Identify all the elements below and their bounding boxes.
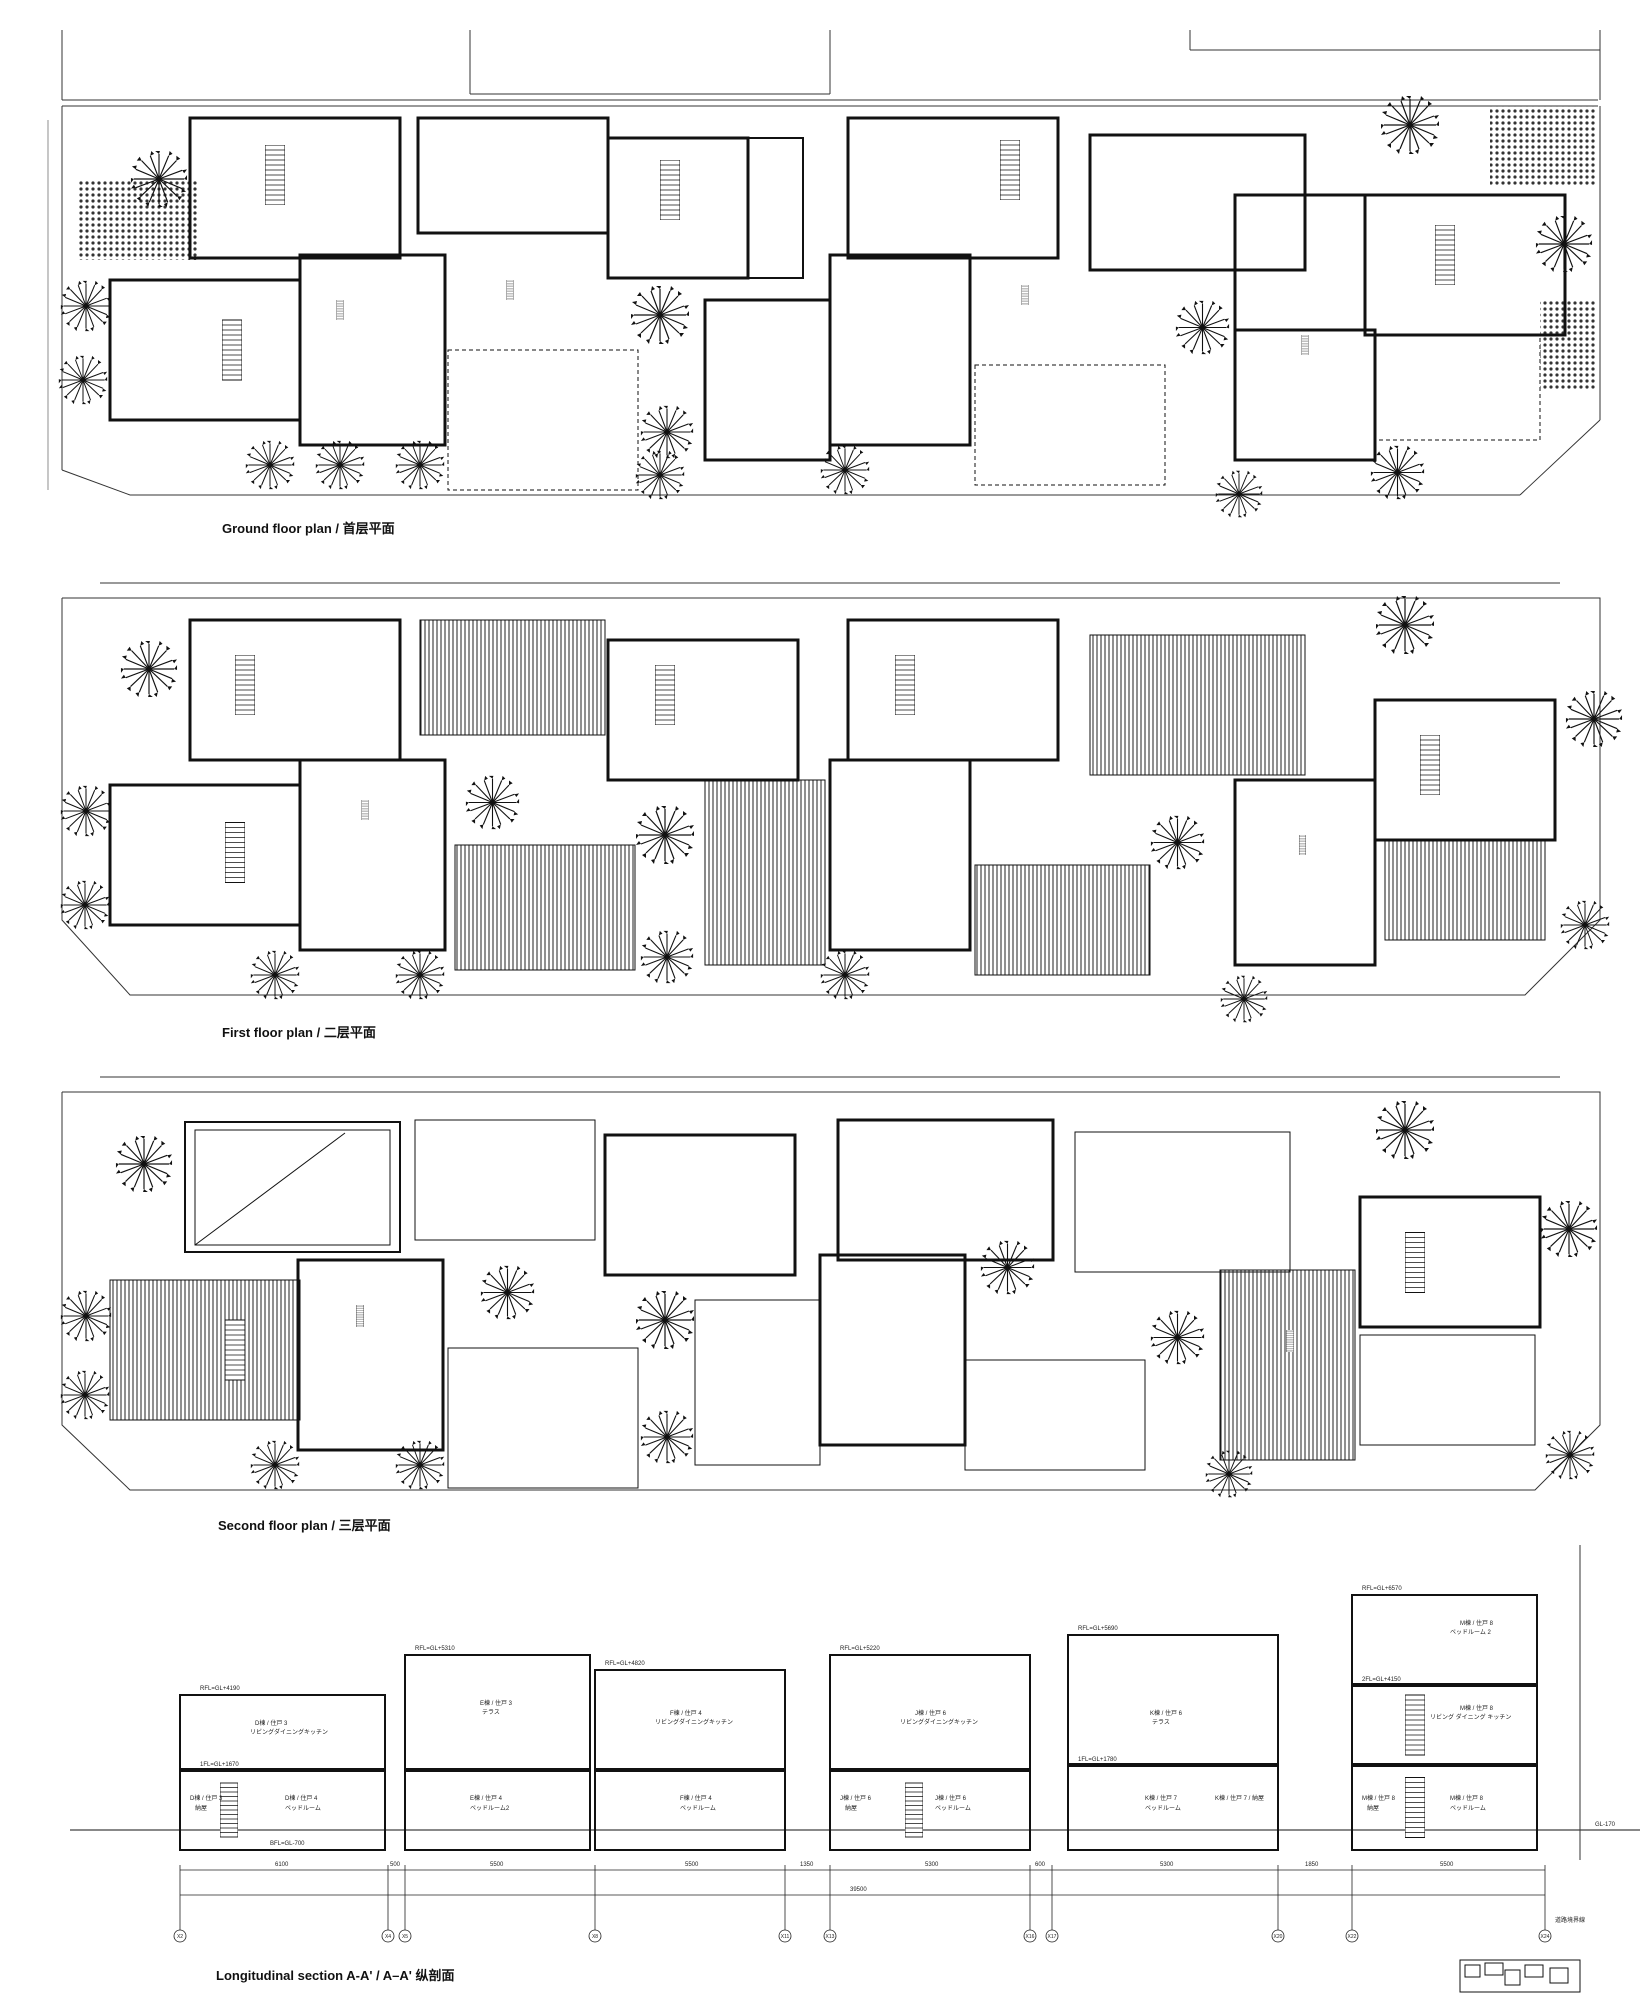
grid-mark: X11 — [781, 1934, 790, 1940]
boundary-note: 道路境界線 — [1555, 1916, 1585, 1924]
longitudinal-section: RFL=GL+4190 RFL=GL+5310 RFL=GL+4820 RFL=… — [70, 1545, 1640, 1993]
room-label-unit: D棟 / 住戸 3 — [190, 1794, 223, 1802]
tree-icon — [58, 95, 1593, 518]
grid-mark: X2 — [177, 1934, 183, 1940]
grid-mark: X4 — [385, 1934, 391, 1940]
dimension-value: 1350 — [800, 1862, 814, 1868]
room-label-name: テラス — [1152, 1719, 1170, 1726]
room-label-name: リビングダイニングキッチン — [250, 1728, 328, 1736]
level-rfl-k: RFL=GL+5690 — [1078, 1626, 1118, 1632]
dimension-value: 5300 — [1160, 1862, 1174, 1868]
level-rfl-f: RFL=GL+4820 — [605, 1661, 645, 1667]
grid-mark: X17 — [1048, 1934, 1057, 1940]
room-label-unit: M棟 / 住戸 8 — [1362, 1794, 1396, 1802]
key-plan-thumbnail — [1459, 1959, 1581, 1993]
room-label-unit: D棟 / 住戸 4 — [285, 1794, 318, 1802]
room-label-name: ベッドルーム 2 — [1450, 1629, 1491, 1636]
grid-mark: X24 — [1541, 1934, 1550, 1940]
room-label-unit: K棟 / 住戸 6 — [1150, 1709, 1183, 1717]
room-label-unit: M棟 / 住戸 8 — [1460, 1619, 1494, 1627]
level-bfl-d: BFL=GL-700 — [270, 1841, 305, 1847]
first-floor-plan — [60, 582, 1623, 1023]
dimension-value: 5500 — [685, 1862, 699, 1868]
grid-mark: X16 — [1026, 1934, 1035, 1940]
room-label-unit: F棟 / 住戸 4 — [680, 1794, 712, 1802]
housing-unit — [108, 116, 1567, 491]
dimension-label: 6100 500 5500 5500 1350 5300 600 5300 18… — [275, 1862, 1585, 1924]
dimension-value: 600 — [1035, 1862, 1046, 1868]
level-2fl-m: 2FL=GL+4150 — [1362, 1677, 1401, 1683]
dimension-value: 5300 — [925, 1862, 939, 1868]
stair — [222, 140, 1455, 381]
housing-unit — [108, 618, 1557, 967]
grid-mark: X13 — [826, 1934, 835, 1940]
room-label-name: リビングダイニングキッチン — [655, 1718, 733, 1726]
room-label-unit: K棟 / 住戸 7 / 納屋 — [1215, 1794, 1264, 1802]
level-rfl-e: RFL=GL+5310 — [415, 1646, 455, 1652]
level-rfl-d: RFL=GL+4190 — [200, 1686, 240, 1692]
room-label-unit: E棟 / 住戸 3 — [480, 1699, 513, 1707]
housing-unit — [296, 1118, 1542, 1452]
grid-mark: X20 — [1274, 1934, 1283, 1940]
room-label-name: 納屋 — [195, 1804, 207, 1812]
level-1fl-d: 1FL=GL+1670 — [200, 1762, 239, 1768]
room-label-name: ベッドルーム2 — [470, 1805, 510, 1812]
room-label-name: リビング ダイニング キッチン — [1430, 1713, 1511, 1721]
dimension-line — [179, 1865, 1546, 1930]
second-floor-plan-title: Second floor plan / 三层平面 — [218, 1518, 391, 1533]
room-label-unit: D棟 / 住戸 3 — [255, 1719, 288, 1727]
room-label-name: 納屋 — [1367, 1804, 1379, 1812]
room-label-name: 納屋 — [845, 1804, 857, 1812]
room-label-unit: M棟 / 住戸 8 — [1450, 1794, 1484, 1802]
room-label-unit: E棟 / 住戸 4 — [470, 1794, 503, 1802]
grid-label: X2 X4 X5 X8 X11 X13 X16 X17 X20 X22 X24 — [177, 1934, 1550, 1940]
level-1fl-k: 1FL=GL+1780 — [1078, 1757, 1117, 1763]
room-label-unit: J棟 / 住戸 6 — [840, 1794, 872, 1802]
room-label-name: ベッドルーム — [680, 1805, 716, 1812]
room-label-unit: K棟 / 住戸 7 — [1145, 1794, 1178, 1802]
terrace-deck — [419, 619, 1546, 976]
room-label-name: ベッドルーム — [285, 1805, 321, 1812]
grid-mark: X8 — [592, 1934, 598, 1940]
room-label-unit: F棟 / 住戸 4 — [670, 1709, 702, 1717]
room-label-name: テラス — [482, 1709, 500, 1716]
overall-dimension: 39500 — [850, 1887, 867, 1893]
ground-floor-plan-title: Ground floor plan / 首层平面 — [222, 521, 395, 536]
room-label-name: ベッドルーム — [1145, 1805, 1181, 1812]
level-gl: GL-170 — [1595, 1822, 1616, 1828]
grid-mark: X22 — [1348, 1934, 1357, 1940]
ground-floor-plan — [47, 30, 1601, 518]
room-label-name: ベッドルーム — [1450, 1805, 1486, 1812]
tree-icon — [60, 595, 1623, 1023]
second-floor-plan — [60, 1076, 1601, 1498]
dimension-value: 1850 — [1305, 1862, 1319, 1868]
roof-outline — [184, 1119, 1536, 1489]
room-label-name: ベッドルーム — [935, 1805, 971, 1812]
section-title: Longitudinal section A-A' / A–A' 纵剖面 — [216, 1968, 455, 1983]
grid-mark: X5 — [402, 1934, 408, 1940]
room-label-unit: J棟 / 住戸 6 — [915, 1709, 947, 1717]
dimension-value: 5500 — [490, 1862, 504, 1868]
grid-bubble — [173, 1929, 1552, 1943]
dimension-value: 500 — [390, 1862, 401, 1868]
level-rfl-m: RFL=GL+6570 — [1362, 1586, 1402, 1592]
room-label-name: リビングダイニングキッチン — [900, 1718, 978, 1726]
section-room-label: D棟 / 住戸 3 リビングダイニングキッチン D棟 / 住戸 3 納屋 D棟 … — [190, 1619, 1511, 1812]
room-label-unit: J棟 / 住戸 6 — [935, 1794, 967, 1802]
section-level-label: RFL=GL+4190 RFL=GL+5310 RFL=GL+4820 RFL=… — [200, 1586, 1616, 1847]
first-floor-plan-title: First floor plan / 二层平面 — [222, 1025, 376, 1040]
dimension-value: 5500 — [1440, 1862, 1454, 1868]
room-label-unit: M棟 / 住戸 8 — [1460, 1704, 1494, 1712]
terrace-deck — [109, 1269, 1356, 1461]
dimension-value: 6100 — [275, 1862, 289, 1868]
section-building — [179, 1594, 1538, 1851]
level-rfl-j: RFL=GL+5220 — [840, 1646, 880, 1652]
